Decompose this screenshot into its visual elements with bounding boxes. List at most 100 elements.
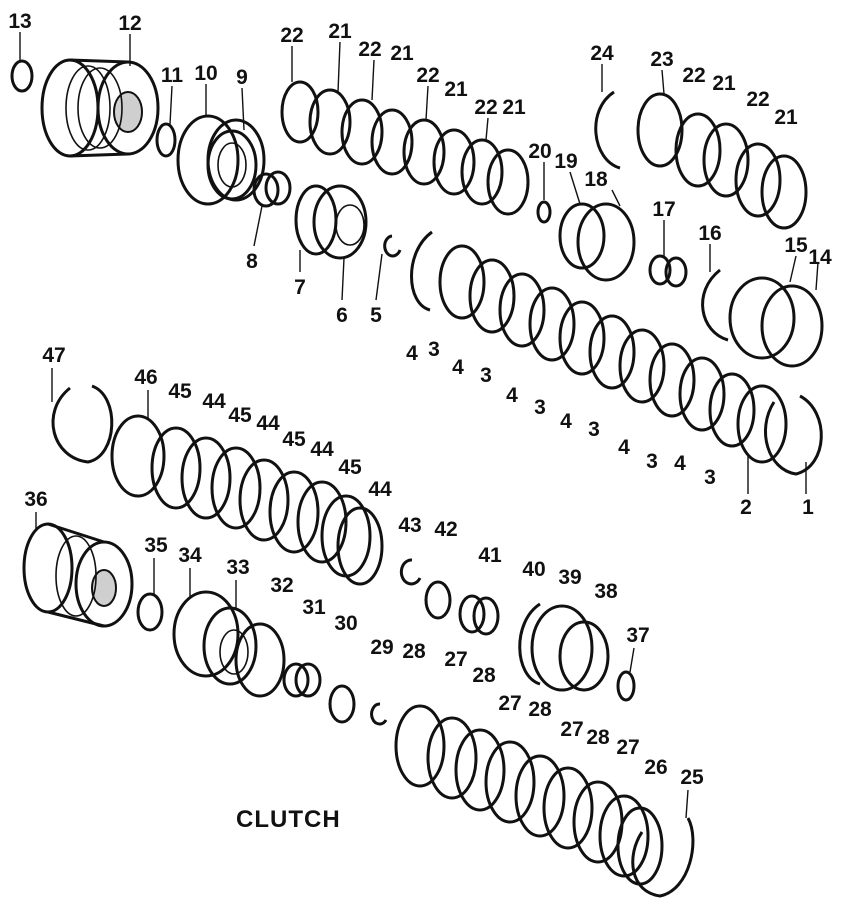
part-23-plate: [636, 92, 684, 168]
part-47-snap-ring: [51, 384, 114, 464]
part-22-plate: [460, 138, 504, 206]
upper-drum-assembly: [10, 58, 402, 260]
part-3-disc: [678, 356, 726, 432]
callout-labels: 13 12 11 10 9 8 7 6 5 22 21 22 21 22 21 …: [8, 10, 832, 789]
part-27-disc: [542, 766, 594, 850]
callout-3: 3: [588, 418, 600, 441]
part-36-clutch-drum: [22, 522, 134, 628]
part-15-hub: [728, 276, 796, 360]
part-22-plate: [402, 118, 446, 186]
part-22-plate: [734, 142, 782, 218]
part-1-snap-ring: [764, 394, 823, 476]
middle-right-assembly: [701, 268, 824, 368]
part-45-disc: [150, 426, 202, 510]
callout-27: 27: [616, 736, 639, 759]
part-46-plate: [110, 414, 166, 498]
callout-4: 4: [452, 356, 464, 379]
part-3-disc: [618, 328, 666, 404]
part-12-clutch-drum: [40, 58, 160, 158]
part-28-plate: [514, 754, 566, 838]
callout-28: 28: [402, 640, 426, 663]
callout-6: 6: [336, 304, 348, 327]
part-35-seal-ring: [136, 592, 164, 632]
callout-21: 21: [328, 20, 352, 43]
part-44-plate: [336, 506, 384, 586]
callout-44: 44: [202, 390, 226, 413]
callout-22: 22: [358, 38, 381, 61]
callout-21: 21: [502, 96, 526, 119]
callout-43: 43: [398, 514, 421, 537]
callout-12: 12: [118, 12, 141, 35]
part-22-plate: [674, 112, 722, 188]
part-4-plate: [708, 372, 756, 448]
part-27-disc: [484, 740, 536, 824]
part-45-disc: [210, 446, 262, 530]
callout-15: 15: [784, 234, 808, 257]
part-2-plate: [736, 384, 788, 464]
part-32-ring: [234, 622, 286, 698]
callout-27: 27: [560, 718, 583, 741]
callout-40: 40: [522, 558, 545, 581]
part-44-plate: [180, 436, 232, 520]
part-40-snap-ring: [518, 602, 541, 686]
callout-4: 4: [618, 436, 630, 459]
part-3-disc: [558, 300, 606, 376]
callout-35: 35: [144, 534, 168, 557]
callout-14: 14: [808, 246, 832, 269]
callout-22: 22: [474, 96, 497, 119]
part-21-disc: [486, 148, 530, 216]
part-42-washer: [424, 580, 452, 620]
callout-13: 13: [8, 10, 31, 33]
callout-45: 45: [282, 428, 306, 451]
callout-28: 28: [586, 726, 610, 749]
callout-32: 32: [270, 574, 293, 597]
diagram-caption: CLUTCH: [236, 806, 341, 833]
callout-29: 29: [370, 636, 393, 659]
lower-assembly: [22, 384, 695, 898]
callout-21: 21: [390, 42, 414, 65]
part-21-disc: [370, 108, 414, 176]
callout-27: 27: [498, 692, 521, 715]
part-39-piston: [530, 604, 594, 692]
part-45-disc: [268, 470, 320, 554]
part-34-housing: [172, 590, 240, 678]
part-3-disc: [438, 244, 486, 320]
callout-23: 23: [650, 48, 673, 71]
part-21-disc: [432, 128, 476, 196]
callout-39: 39: [558, 566, 581, 589]
part-29-snap-ring: [370, 702, 388, 726]
callout-38: 38: [594, 580, 618, 603]
part-4-plate: [588, 314, 636, 390]
callout-44: 44: [310, 438, 334, 461]
part-28-plate: [454, 728, 506, 812]
callout-41: 41: [478, 544, 502, 567]
part-6-hub: [312, 184, 368, 260]
part-19-18-piston: [558, 202, 636, 282]
callout-30: 30: [334, 612, 357, 635]
callout-7: 7: [294, 276, 306, 299]
callout-22: 22: [416, 64, 439, 87]
part-38-ring: [558, 620, 610, 692]
callout-21: 21: [774, 106, 798, 129]
callout-20: 20: [528, 140, 551, 163]
middle-plate-stack: [410, 230, 823, 476]
callout-28: 28: [472, 664, 496, 687]
callout-8: 8: [246, 250, 258, 273]
part-21-disc: [308, 88, 352, 156]
callout-22: 22: [746, 88, 769, 111]
callout-5: 5: [370, 304, 382, 327]
part-37-seal: [616, 670, 636, 702]
callout-44: 44: [256, 412, 280, 435]
callout-3: 3: [534, 396, 546, 419]
callout-36: 36: [24, 488, 47, 511]
callout-44: 44: [368, 478, 392, 501]
callout-26: 26: [644, 756, 667, 779]
callout-3: 3: [646, 450, 658, 473]
part-30-washer: [328, 684, 356, 724]
part-28-plate: [394, 704, 446, 788]
callout-28: 28: [528, 698, 552, 721]
part-27-disc: [598, 794, 650, 878]
part-16-snap-ring: [701, 268, 729, 342]
callout-19: 19: [554, 150, 577, 173]
